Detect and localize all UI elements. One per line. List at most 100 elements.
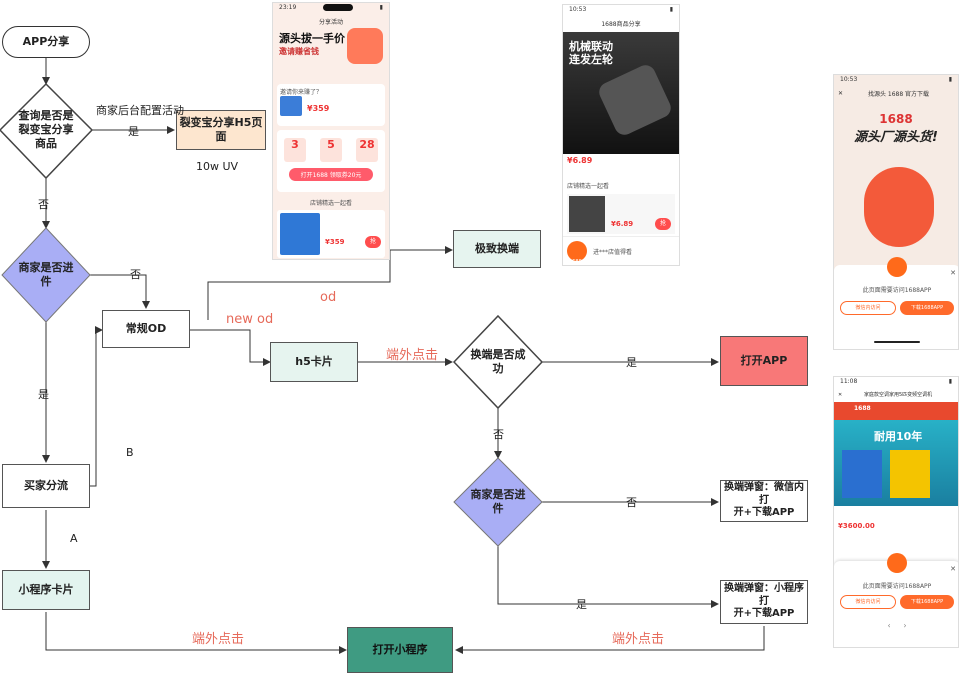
mascot-illustration — [864, 167, 934, 247]
wechat-visit-button[interactable]: 微信内访问 — [840, 301, 896, 315]
download-app-button[interactable]: 下载1688APP — [900, 595, 954, 609]
switch-success-label: 换端是否成 功 — [470, 347, 526, 375]
product-image — [569, 196, 605, 232]
hero-slogan: 耐用10年 — [874, 430, 923, 443]
banner-line-1: 源头拔一手价 — [279, 32, 345, 45]
popup-mini-node: 换端弹窗：小程序打 开+下载APP — [720, 580, 808, 624]
mini-card-node: 小程序卡片 — [2, 570, 90, 610]
product-hero-image: 耐用10年 — [834, 420, 958, 506]
product-price: ¥6.89 — [567, 156, 593, 165]
popup-wechat-node: 换端弹窗：微信内打 开+下载APP — [720, 480, 808, 522]
grab-button[interactable]: 抢 — [365, 236, 381, 248]
app-logo-icon — [887, 257, 907, 277]
brand-text: 1688 — [854, 405, 871, 412]
download-app-button[interactable]: 下载1688APP — [900, 301, 954, 315]
yes-label-1: 是 — [128, 125, 139, 138]
open-mini-node: 打开小程序 — [347, 627, 453, 673]
download-sheet: ✕ 此页面需要访问1688APP 微信内访问 下载1688APP — [834, 257, 958, 349]
regular-od-label: 常规OD — [125, 322, 167, 336]
promo-banner: 源头拔一手价 邀请赚省钱 — [273, 26, 389, 84]
dynamic-island — [322, 4, 353, 11]
close-icon[interactable]: ✕ — [950, 269, 956, 277]
gift-bag-icon — [347, 28, 383, 64]
app-logo-icon — [567, 241, 587, 261]
phone-title: 找源头 1688 官方下载 — [867, 91, 930, 98]
h5-card-label: h5卡片 — [295, 355, 333, 369]
status-bar: 23:19 ▮ — [273, 3, 389, 17]
query-diamond-label: 查询是否是 裂变宝分享 商品 — [18, 108, 74, 151]
status-time: 23:19 — [279, 4, 297, 11]
merchant-diamond-1-label: 商家是否进 件 — [18, 260, 74, 288]
close-icon[interactable]: ✕ — [838, 90, 844, 97]
phone-title: 1688商品分享 — [601, 21, 641, 28]
slogan-text: 源头厂源头货! — [854, 130, 938, 145]
phone-screenshot-share-h5: 23:19 ▮ 分享活动 源头拔一手价 邀请赚省钱 邀请你来赚了？ ¥359 3… — [272, 2, 390, 260]
popup-wechat-label: 换端弹窗：微信内打 开+下载APP — [724, 482, 804, 519]
close-icon[interactable]: ✕ — [838, 391, 843, 398]
yes-label-3: 是 — [626, 356, 637, 369]
hero-line-1: 机械联动 — [569, 40, 613, 53]
signal-icon: ▮ — [948, 76, 952, 83]
coupon-card: 3 5 28 打开1688 领取券20元 — [277, 130, 385, 192]
invite-text: 邀请你来赚了？ — [280, 89, 323, 96]
status-time: 11:08 — [840, 378, 858, 385]
extreme-switch-node: 极致换端 — [453, 230, 541, 268]
grab-button[interactable]: 抢 — [655, 218, 671, 230]
open-1688-button[interactable]: 打开1688 领取券20元 — [289, 168, 373, 181]
home-indicator — [874, 341, 920, 343]
open-app-node: 打开APP — [720, 336, 808, 386]
outside-click-label-2: 端外点击 — [192, 632, 245, 647]
extreme-switch-label: 极致换端 — [475, 242, 519, 256]
phone-title: 分享活动 — [318, 19, 343, 26]
product-item: ¥6.89 抢 — [567, 194, 675, 234]
app-open-bar[interactable]: 1688 进***店值得看 — [563, 236, 679, 265]
product-item: ¥359 抢 — [277, 210, 385, 258]
status-bar: 10:53 ▮ — [834, 75, 958, 89]
brand-text: 1688 — [879, 112, 913, 126]
app-share-label: APP分享 — [22, 35, 70, 49]
coupon-stat-1: 3 — [284, 138, 306, 162]
product-image-2 — [890, 450, 930, 498]
status-bar: 10:53 ▮ — [563, 5, 679, 19]
status-bar: 11:08 ▮ — [834, 377, 958, 391]
new-od-label: new od — [226, 312, 274, 327]
signal-icon: ▮ — [948, 378, 952, 385]
status-time: 10:53 — [569, 6, 587, 13]
no-label-4: 否 — [626, 496, 637, 509]
h5-page-node: 裂变宝分享H5页面 — [176, 110, 266, 150]
no-label-3: 否 — [493, 428, 504, 441]
product-image-1 — [842, 450, 882, 498]
outside-click-label-3: 端外点击 — [612, 632, 665, 647]
a-label: A — [70, 532, 78, 545]
b-label: B — [126, 446, 134, 459]
uv-label: 10w UV — [196, 160, 239, 173]
app-share-node: APP分享 — [2, 26, 90, 58]
phone-header: ✕ 家庭款空调家用5匹变频空调机 — [834, 391, 958, 399]
status-time: 10:53 — [840, 76, 858, 83]
app-logo-icon — [887, 553, 907, 573]
hero-line-2: 连发左轮 — [569, 53, 613, 67]
toy-gun-image — [595, 61, 675, 139]
battery-icon: ▮ — [379, 4, 383, 11]
open-app-label: 打开APP — [740, 354, 788, 368]
sheet-prompt: 此页面需要访问1688APP — [862, 287, 932, 294]
coupon-stat-2: 5 — [320, 138, 342, 162]
close-icon[interactable]: ✕ — [950, 565, 956, 573]
product-price-2: ¥359 — [325, 238, 345, 246]
no-label-2: 否 — [130, 268, 141, 281]
yes-label-2: 是 — [38, 388, 49, 401]
phone-screenshot-download-popup: 10:53 ▮ ✕ 找源头 1688 官方下载 1688 源头厂源头货! ✕ 此… — [833, 74, 959, 350]
product-thumbnail — [280, 96, 302, 116]
outside-click-label-1: 端外点击 — [386, 348, 439, 363]
wechat-visit-button[interactable]: 微信内访问 — [840, 595, 896, 609]
banner-line-2: 邀请赚省钱 — [279, 47, 319, 56]
phone-screenshot-product-share: 10:53 ▮ 1688商品分享 机械联动 连发左轮 ¥6.89 店铺精选一起看… — [562, 4, 680, 266]
section-title: 店铺精选一起看 — [309, 200, 352, 207]
merchant-diamond-2-label: 商家是否进 件 — [470, 487, 526, 515]
signal-icon: ▮ — [669, 6, 673, 13]
product-image — [280, 213, 320, 255]
buyer-split-label: 买家分流 — [24, 479, 68, 493]
phone-screenshot-product-popup: 11:08 ▮ ✕ 家庭款空调家用5匹变频空调机 1688 耐用10年 ¥360… — [833, 376, 959, 648]
browser-nav[interactable]: ‹ › — [887, 621, 907, 630]
